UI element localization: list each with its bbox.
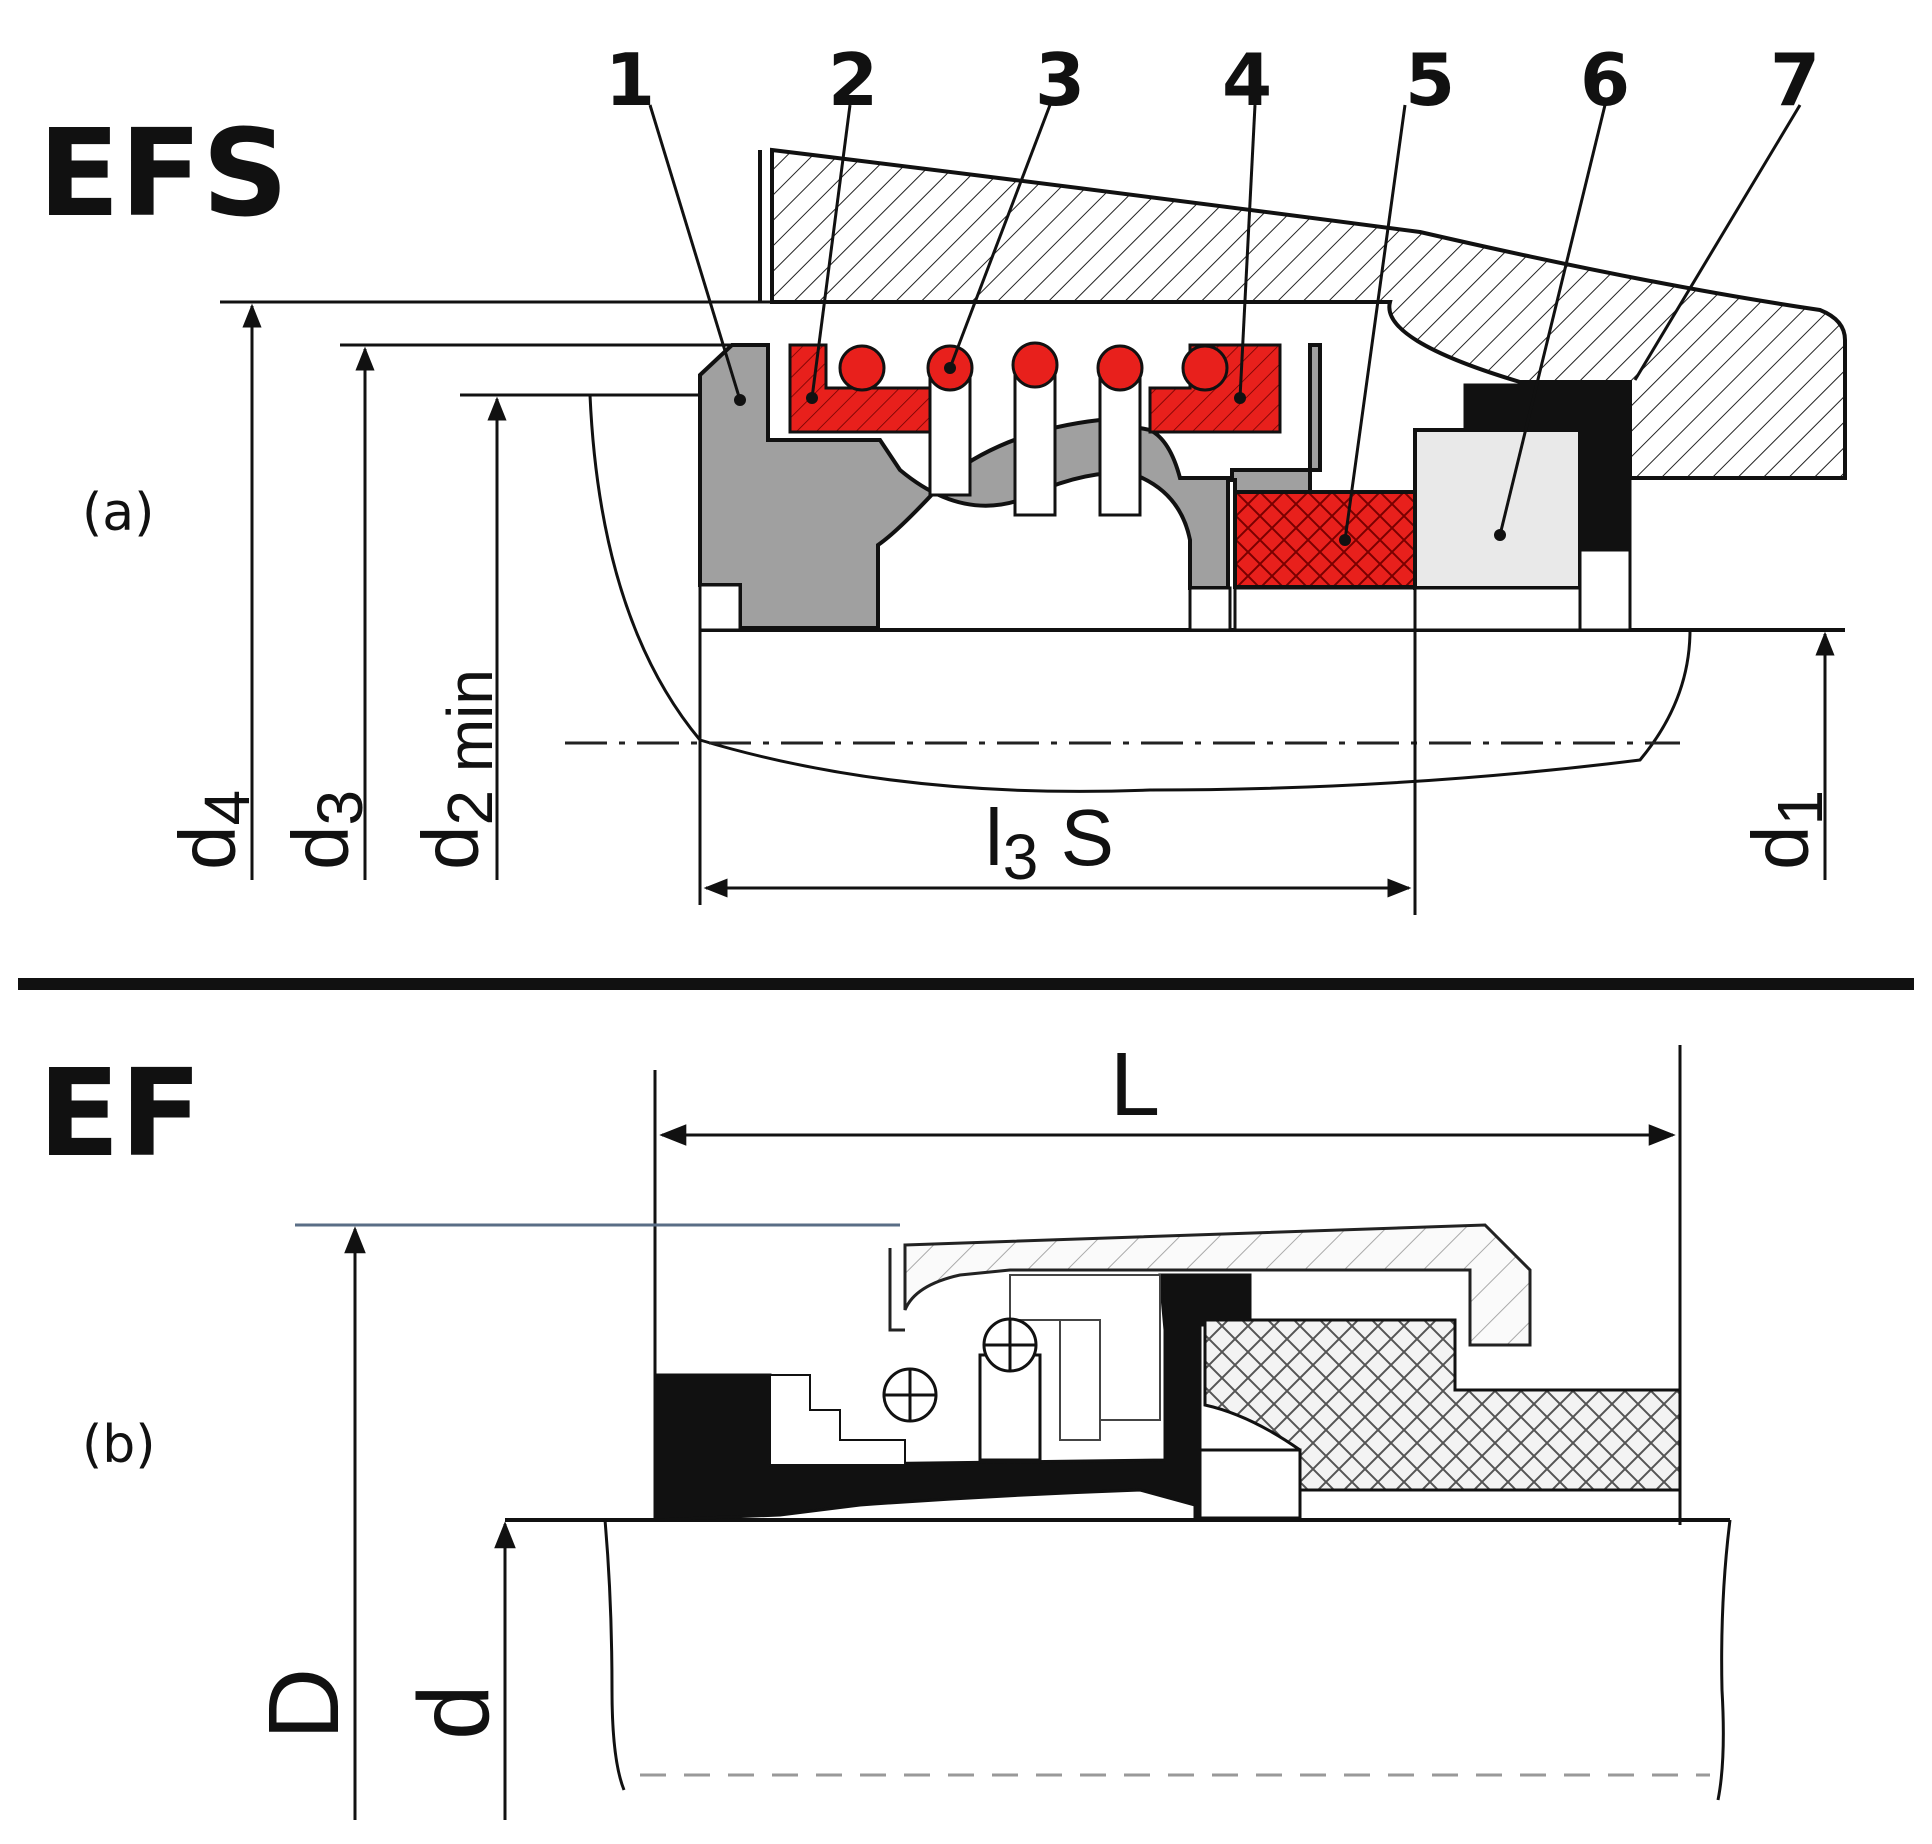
- callout-3: 3: [1035, 38, 1085, 122]
- label-d1: d1: [1736, 790, 1836, 870]
- label-D: D: [248, 1668, 360, 1740]
- svg-text:d: d: [398, 1684, 510, 1740]
- dimension-extension-lines: [220, 300, 1845, 915]
- springs-b: [882, 1317, 1042, 1462]
- shaft-left-edge: [603, 1519, 626, 1791]
- callout-2: 2: [828, 38, 878, 122]
- callout-6: 6: [1580, 38, 1630, 122]
- panel-a: EFS (a): [38, 38, 1847, 915]
- callout-1: 1: [605, 38, 655, 122]
- panel-divider: [18, 978, 1914, 990]
- label-L: L: [1110, 1035, 1160, 1135]
- callout-leaders: [648, 104, 1802, 541]
- part-3-springs: [838, 341, 1229, 517]
- panel-b-title: EF: [38, 1045, 202, 1184]
- panel-a-caption: (a): [82, 483, 154, 543]
- svg-text:d1: d1: [1736, 790, 1836, 870]
- shaft-right-edge: [1716, 1519, 1732, 1801]
- housing: [770, 147, 1847, 480]
- label-d2-min: d2 min: [406, 669, 506, 870]
- gland: [903, 1223, 1532, 1347]
- callout-7: 7: [1770, 38, 1820, 122]
- label-l3-s: l3 S: [985, 793, 1114, 893]
- panel-a-title: EFS: [38, 105, 288, 244]
- label-d3: d3: [276, 790, 376, 870]
- part-6-stationary-seat: [1413, 428, 1582, 590]
- svg-text:D: D: [248, 1668, 360, 1740]
- callout-4: 4: [1222, 38, 1272, 122]
- svg-text:d4: d4: [163, 790, 263, 870]
- callout-dots: [734, 362, 1506, 546]
- stationary-seat-b: [1203, 1318, 1682, 1492]
- part-5-seal-face: [1233, 490, 1417, 589]
- rotating-seal-unit-black: [653, 1273, 1252, 1522]
- shaft: [588, 394, 1692, 793]
- svg-text:d3: d3: [276, 790, 376, 870]
- svg-text:d2 min: d2 min: [406, 669, 506, 870]
- callout-5: 5: [1405, 38, 1455, 122]
- panel-b: EF (b) L D d: [38, 1035, 1732, 1820]
- label-d4: d4: [163, 790, 263, 870]
- label-d: d: [398, 1684, 510, 1740]
- panel-b-caption: (b): [82, 1415, 156, 1475]
- diameter-arrows: [242, 303, 1835, 898]
